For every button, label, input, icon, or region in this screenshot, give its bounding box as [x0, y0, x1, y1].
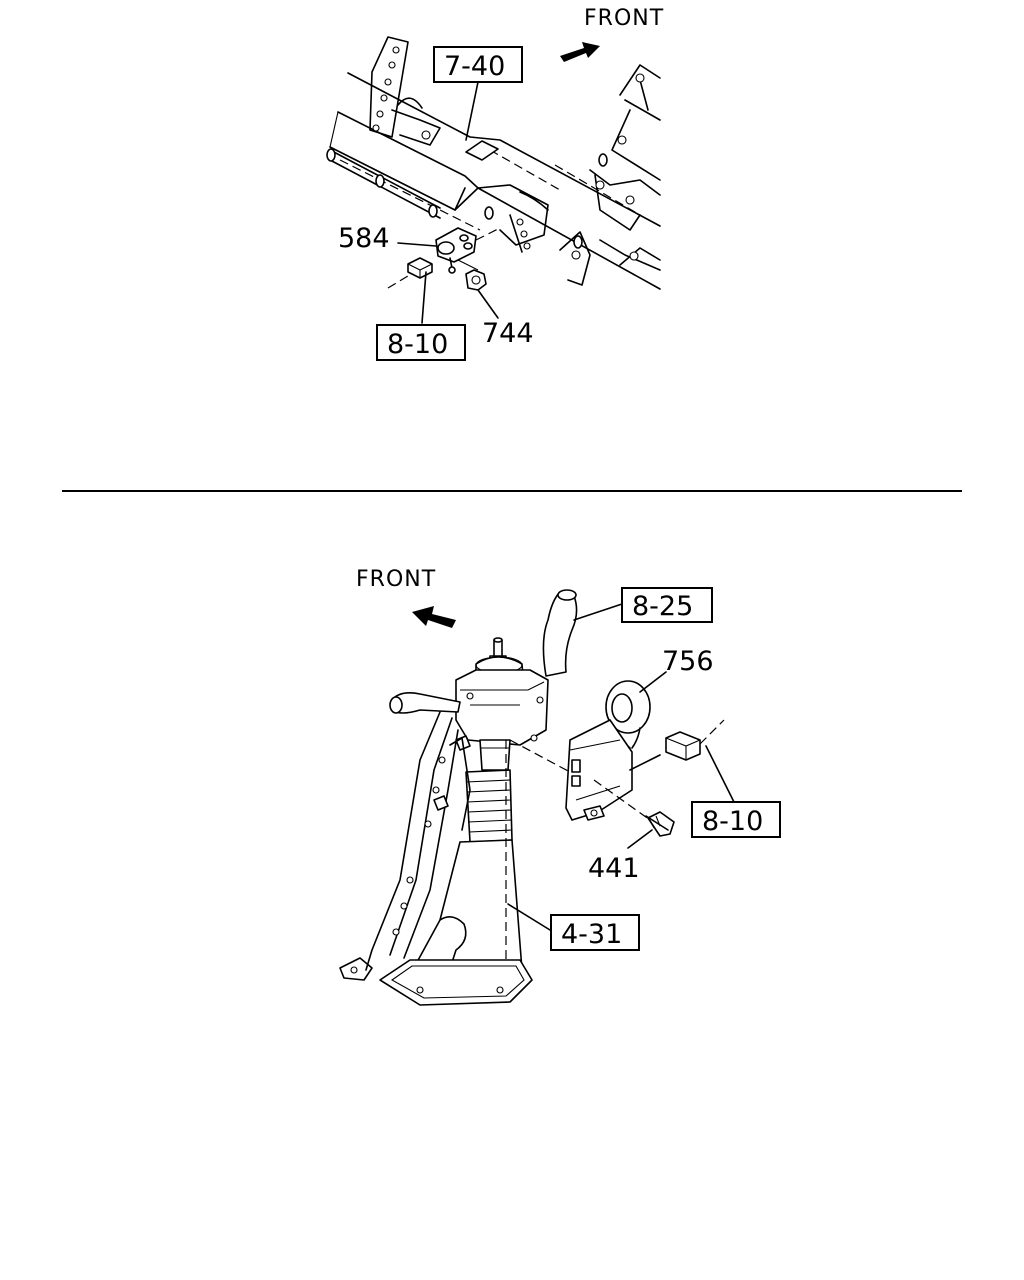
ref-8-10-lower-label: 8-10: [702, 806, 763, 837]
lower-view: FRONT: [339, 567, 781, 1006]
part-584-label: 584: [338, 223, 390, 254]
steering-column: [339, 589, 578, 1006]
part-756-ring: [605, 680, 651, 749]
leader-8-10-upper: [421, 271, 427, 324]
part-441-label: 441: [588, 853, 640, 884]
lower-front-label: FRONT: [356, 567, 436, 592]
leader-8-25: [573, 603, 623, 621]
leader-8-10-lower: [705, 745, 735, 803]
part-441-bolt: [593, 779, 675, 837]
leader-441: [627, 829, 653, 849]
ref-7-40-label: 7-40: [444, 51, 505, 82]
control-unit: [509, 719, 661, 821]
upper-front-label: FRONT: [584, 6, 664, 31]
leader-756: [639, 671, 667, 693]
lower-connector: [665, 719, 725, 761]
ref-8-10-upper-box: [376, 324, 466, 361]
ref-8-10-upper-label: 8-10: [387, 329, 448, 360]
lower-front-arrow: [412, 606, 456, 628]
frame-crossmember: [326, 36, 661, 290]
ref-8-25-label: 8-25: [632, 591, 693, 622]
leader-584: [397, 242, 437, 247]
ref-7-40-box: [433, 46, 523, 83]
leader-7-40: [465, 81, 479, 141]
part-756-label: 756: [662, 646, 714, 677]
leader-4-31: [507, 903, 551, 931]
part-744-nut: [465, 269, 487, 291]
ref-8-25-box: [621, 587, 713, 623]
part-744-label: 744: [482, 318, 534, 349]
ref-8-10-lower-box: [691, 801, 781, 838]
upper-front-arrow: [560, 42, 600, 62]
upper-view: FRONT: [326, 6, 664, 361]
ref-4-31-label: 4-31: [561, 919, 622, 950]
ref-4-31-box: [550, 914, 640, 951]
part-584-bracket: [435, 227, 501, 274]
leader-744: [477, 289, 499, 319]
